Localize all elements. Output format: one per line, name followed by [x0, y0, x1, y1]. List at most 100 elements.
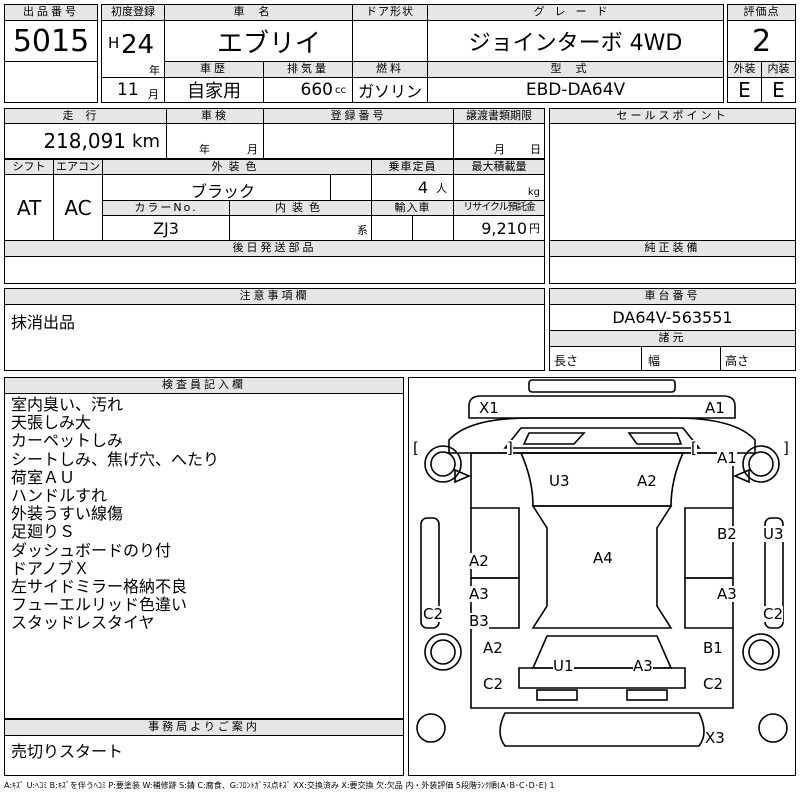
- mirror-right: [732, 468, 750, 484]
- model-value: EBD-DA64V: [427, 77, 724, 103]
- car-name: エブリイ: [164, 20, 353, 62]
- caution-box: 抹消出品: [4, 304, 545, 371]
- damage-mark: A3: [717, 585, 737, 603]
- recycle-unit: 円: [529, 222, 540, 235]
- spare-left: [416, 713, 446, 743]
- inspector-line: 左サイドミラー格納不良: [11, 577, 188, 597]
- inspector-line: 外装うすい線傷: [11, 504, 124, 524]
- legend: A:ｷｽﾞ U:ﾍｺﾐ B:ｷｽﾞを伴うﾍｺﾐ P:要塗装 W:補修跡 S:錆 …: [4, 781, 555, 790]
- damage-mark: C2: [763, 605, 784, 623]
- bracket-mark: [: [691, 439, 697, 457]
- recycle-box: 9,210 円: [453, 215, 545, 241]
- cc-box: 660 cc: [263, 77, 353, 103]
- int-label: 内装: [761, 61, 796, 78]
- spare-right: [758, 713, 788, 743]
- shift-label: シフト: [4, 159, 54, 175]
- office-box: 売切りスタート: [4, 735, 404, 776]
- wheel-rear-left: [424, 633, 462, 671]
- import-label: 輸入車: [371, 200, 454, 216]
- sales-label: セールスポイント: [549, 108, 796, 124]
- recycle-value: 9,210: [481, 218, 527, 238]
- wheel-front-right-hub: [748, 451, 774, 477]
- transfer-label: 譲渡書類期限: [453, 108, 545, 124]
- plate-label: 登録番号: [263, 108, 454, 124]
- mileage-unit: km: [132, 130, 160, 152]
- hood-outline: [448, 417, 756, 454]
- colorno-label: カラーNo.: [102, 200, 230, 216]
- mileage-label: 走行: [4, 108, 167, 124]
- windshield: [519, 452, 685, 507]
- inspector-line: ダッシュボードのり付: [11, 540, 172, 560]
- load-box: kg: [453, 174, 545, 201]
- genuine-box: [549, 256, 796, 284]
- right-rear-door: [684, 577, 733, 629]
- history-value: 自家用: [164, 77, 264, 103]
- reg-label: 初度登録: [101, 4, 165, 21]
- wiper-right: [627, 432, 683, 445]
- front-panel: [468, 395, 736, 419]
- color-extra: [330, 174, 372, 201]
- bracket-mark: ]: [507, 439, 513, 457]
- damage-mark: B1: [703, 639, 723, 657]
- lot-blank: [4, 61, 98, 103]
- later-label: 後日発送部品: [4, 240, 545, 257]
- inspector-line: カーペットしみ: [11, 431, 124, 451]
- damage-mark: A3: [633, 657, 653, 675]
- mileage-value: 218,091: [43, 129, 127, 153]
- inspector-lines: 室内臭い、汚れ 天張しみ大 カーペットしみ シートしみ、焦げ穴、へたり 荷室ＡＵ…: [11, 395, 219, 633]
- rear-bumper-right: [626, 689, 668, 701]
- inspection-year-unit: 年: [199, 143, 210, 156]
- office-label: 事務局よりご案内: [4, 719, 404, 736]
- reg-month: 11: [117, 80, 139, 100]
- damage-mark: C2: [423, 605, 444, 623]
- damage-mark: A1: [717, 449, 737, 467]
- color-label: 外装色: [102, 159, 372, 175]
- history-label: 車歴: [164, 61, 264, 78]
- height-label: 高さ: [725, 354, 750, 368]
- right-front-door: [684, 507, 733, 579]
- sill-left: [420, 517, 440, 629]
- tailgate: [518, 667, 686, 689]
- inspector-line: 荷室ＡＵ: [11, 467, 76, 487]
- damage-mark: X3: [705, 729, 725, 747]
- damage-mark: A1: [705, 399, 725, 417]
- import-box-2: [412, 215, 454, 241]
- capacity-value: 4: [417, 178, 428, 197]
- shift-value: AT: [4, 174, 54, 241]
- reg-month-unit: 月: [148, 88, 159, 101]
- fuel-label: 燃料: [352, 61, 428, 78]
- inspector-line: フューエルリッド色違い: [11, 595, 188, 615]
- chassis-value: DA64V-563551: [549, 304, 796, 331]
- capacity-label: 乗車定員: [371, 159, 454, 175]
- bracket-mark: [: [413, 439, 419, 457]
- car-diagram-svg: [416, 379, 788, 747]
- inspector-label: 検査員記入欄: [4, 377, 404, 394]
- width-label: 幅: [648, 354, 661, 368]
- score-value: 2: [727, 20, 796, 62]
- mileage-box: 218,091 km: [4, 123, 167, 159]
- left-rear-door: [471, 577, 520, 629]
- sales-box: [549, 123, 796, 241]
- damage-mark: A2: [637, 472, 657, 490]
- damage-mark: A2: [469, 552, 489, 570]
- inspector-line: スタッドレスタイヤ: [11, 613, 155, 633]
- cc-label: 排気量: [263, 61, 353, 78]
- roof: [531, 505, 673, 629]
- inspection-label: 車検: [166, 108, 264, 124]
- damage-mark: X1: [479, 399, 499, 417]
- caution-label: 注意事項欄: [4, 288, 545, 305]
- wiper-left: [522, 432, 586, 445]
- wheel-rear-right-hub: [748, 639, 774, 665]
- damage-mark: U1: [553, 657, 574, 675]
- mirror-left: [454, 468, 472, 484]
- width-box: 幅: [641, 346, 721, 371]
- damage-mark: A4: [593, 549, 613, 567]
- genuine-label: 純正装備: [549, 240, 796, 257]
- import-box-1: [371, 215, 413, 241]
- model-label: 型式: [427, 61, 724, 78]
- inspector-line: 天張しみ大: [11, 413, 92, 433]
- inspector-line: 室内臭い、汚れ: [11, 395, 124, 414]
- len-box: 長さ: [549, 346, 642, 371]
- inspector-line: ハンドルすれ: [11, 486, 108, 506]
- transfer-day-unit: 日: [530, 143, 541, 156]
